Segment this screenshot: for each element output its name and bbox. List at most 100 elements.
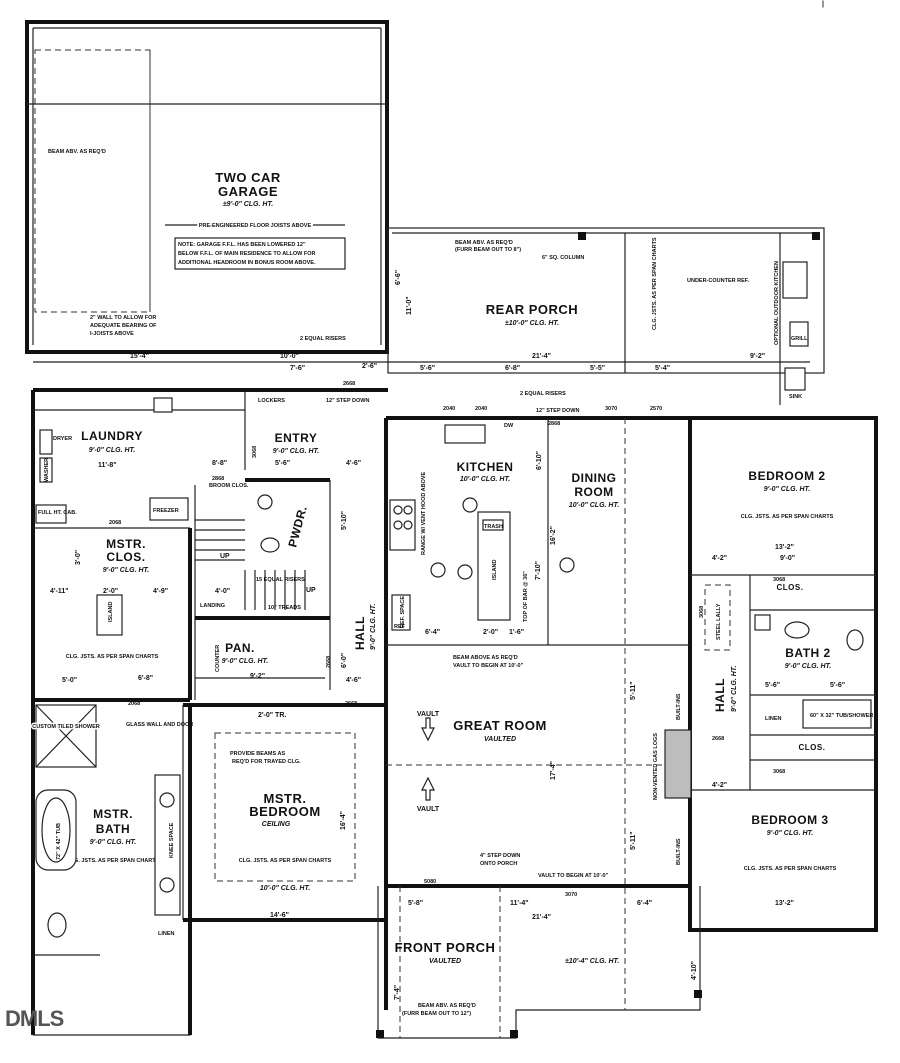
dim-6-8b: 6'-8"	[138, 675, 153, 682]
mstr-bedroom-name-line2: BEDROOM	[249, 804, 320, 819]
dim-5-11b: 5'-11"	[630, 831, 637, 850]
bedroom2-name: BEDROOM 2	[748, 469, 825, 483]
closet-island	[96, 594, 123, 636]
rear-beam-note-1: BEAM ABV. AS REQ'D	[455, 240, 513, 246]
dim-16-2: 16'-2"	[550, 526, 557, 545]
wall-allow-note-1: 2" WALL TO ALLOW FOR	[90, 315, 156, 321]
step-down-note-2: 12" STEP DOWN	[536, 408, 579, 414]
closet-island-label: ISLAND	[108, 602, 114, 623]
outdoor-kitchen-label: OPTIONAL OUTDOOR KITCHEN	[774, 261, 780, 345]
dim-4-2a: 4'-2"	[712, 555, 727, 562]
dim-11-0: 11'-0"	[406, 296, 413, 315]
dim-9-2b: 9'-2"	[250, 673, 265, 680]
step-porch-note-1: 4" STEP DOWN	[480, 853, 520, 859]
dim-6-8: 6'-8"	[505, 365, 520, 372]
washer-fixture	[39, 457, 53, 483]
door-3068d: 3068	[252, 446, 258, 458]
linen-right-label: LINEN	[765, 716, 782, 722]
dishwasher-label: DW	[504, 423, 514, 429]
dim-2-0a: 2'-0"	[103, 588, 118, 595]
rear-porch-ceiling: ±10'-0" CLG. HT.	[505, 320, 559, 327]
dim-5-6d: 5'-6"	[830, 682, 845, 689]
dim-4-0: 4'-0"	[215, 588, 230, 595]
door-2668d: 2668	[712, 736, 724, 742]
equal-risers-note-1: 2 EQUAL RISERS	[300, 336, 346, 342]
front-porch-ceiling: VAULTED	[429, 958, 461, 965]
dim-4-2b: 4'-2"	[712, 782, 727, 789]
steel-lally-box	[704, 584, 731, 651]
trash-label: TRASH	[484, 524, 503, 530]
door-3070a: 3070	[605, 406, 617, 412]
mstr-bath-name-line1: MSTR.	[93, 807, 133, 821]
built-ins-bottom: BUILT-INS	[676, 838, 682, 865]
garage-note-2: BELOW F.F.L. OF MAIN RESIDENCE TO ALLOW …	[178, 251, 316, 257]
dim-9-2-top: 9'-2"	[750, 353, 765, 360]
main-walls	[31, 388, 878, 1036]
bath2-ceiling: 9'-0" CLG. HT.	[785, 663, 832, 670]
tray-ceiling-outline	[214, 732, 356, 882]
powder-toilet	[260, 537, 280, 553]
mstr-clos-name-line2: CLOS.	[106, 550, 145, 564]
dim-14-6: 14'-6"	[270, 912, 289, 919]
mstr-bedroom-ceiling: CEILING	[262, 821, 291, 828]
dim-4-10: 4'-10"	[691, 961, 698, 980]
dim-6-4b: 6'-4"	[637, 900, 652, 907]
dim-15-4: 15'-4"	[130, 353, 149, 360]
bedroom3-name: BEDROOM 3	[751, 813, 828, 827]
step-porch-note-2: ONTO PORCH	[480, 861, 517, 867]
sink-label: SINK	[789, 394, 802, 400]
rear-porch-clg-jsts: CLG. JSTS. AS PER SPAN CHARTS	[652, 237, 658, 330]
dim-5-10: 5'-10"	[341, 511, 348, 530]
equal-risers-15: 15 EQUAL RISERS	[256, 577, 305, 583]
door-2040a: 2040	[443, 406, 455, 412]
fireplace	[664, 729, 692, 799]
door-3068c: 3068	[699, 606, 705, 618]
vault-top-label: VAULT	[417, 711, 440, 718]
column-marker	[578, 232, 586, 240]
mstr-bedroom-clg-ht: 10'-0" CLG. HT.	[260, 885, 310, 892]
sink-fixture	[784, 367, 806, 391]
garage-note-1: NOTE: GARAGE F.F.L. HAS BEEN LOWERED 12"	[178, 242, 306, 248]
kitchen-name: KITCHEN	[457, 460, 514, 474]
door-2040b: 2040	[475, 406, 487, 412]
mstr-clos-name-line1: MSTR.	[106, 537, 146, 551]
garage-name-line1: TWO CAR	[215, 170, 281, 185]
dim-16-4: 16'-4"	[340, 811, 347, 830]
dim-21-4b: 21'-4"	[532, 914, 551, 921]
wall-allow-note-3: I-JOISTS ABOVE	[90, 331, 134, 337]
bedroom2-ceiling: 9'-0" CLG. HT.	[764, 486, 811, 493]
entry-ceiling: 9'-0" CLG. HT.	[273, 448, 320, 455]
dim-2-6: 2'-6"	[362, 363, 377, 370]
dim-5-6b: 5'-6"	[275, 460, 290, 467]
washer-label: WASHER	[44, 458, 50, 482]
mstr-bath-ceiling: 9'-0" CLG. HT.	[90, 839, 137, 846]
door-5080: 5080	[424, 879, 436, 885]
dim-5-6: 5'-6"	[420, 365, 435, 372]
mstr-clos-clg-jsts: CLG. JSTS. AS PER SPAN CHARTS	[66, 654, 159, 660]
pwdr-name: PWDR.	[285, 504, 310, 549]
stair-up-label-1: UP	[220, 553, 230, 560]
bedroom3-ceiling: 9'-0" CLG. HT.	[767, 830, 814, 837]
garage-note-box	[174, 237, 346, 270]
rear-porch-area: REAR PORCH ±10'-0" CLG. HT. BEAM ABV. AS…	[387, 227, 825, 405]
dim-21-4-top: 21'-4"	[532, 353, 551, 360]
hall-center-ceiling: 9'-0" CLG. HT.	[370, 603, 377, 650]
hall-right-ceiling: 9'-0" CLG. HT.	[731, 665, 738, 712]
door-2668b: 2668	[326, 656, 332, 668]
knee-space-label: KNEE SPACE	[169, 822, 175, 858]
door-2668a: 2668	[343, 381, 355, 387]
dim-5-5: 5'-5"	[590, 365, 605, 372]
dim-4-11: 4'-11"	[50, 588, 69, 595]
range-label: RANGE W/ VENT HOOD ABOVE	[421, 471, 427, 555]
ref-label: REF	[394, 624, 406, 630]
laundry-ceiling: 9'-0" CLG. HT.	[89, 447, 136, 454]
door-2668c: 2668	[345, 701, 357, 707]
dim-2-0b: 2'-0"	[483, 629, 498, 636]
hall-right-name: HALL	[713, 678, 727, 712]
rear-porch-name: REAR PORCH	[486, 302, 578, 317]
master-toilet	[47, 912, 67, 938]
dim-6-0: 6'-0"	[341, 653, 348, 668]
full-ht-cab	[35, 504, 67, 524]
kitchen-sink	[444, 424, 486, 444]
broom-closet-label: BROOM CLOS.	[209, 483, 249, 489]
